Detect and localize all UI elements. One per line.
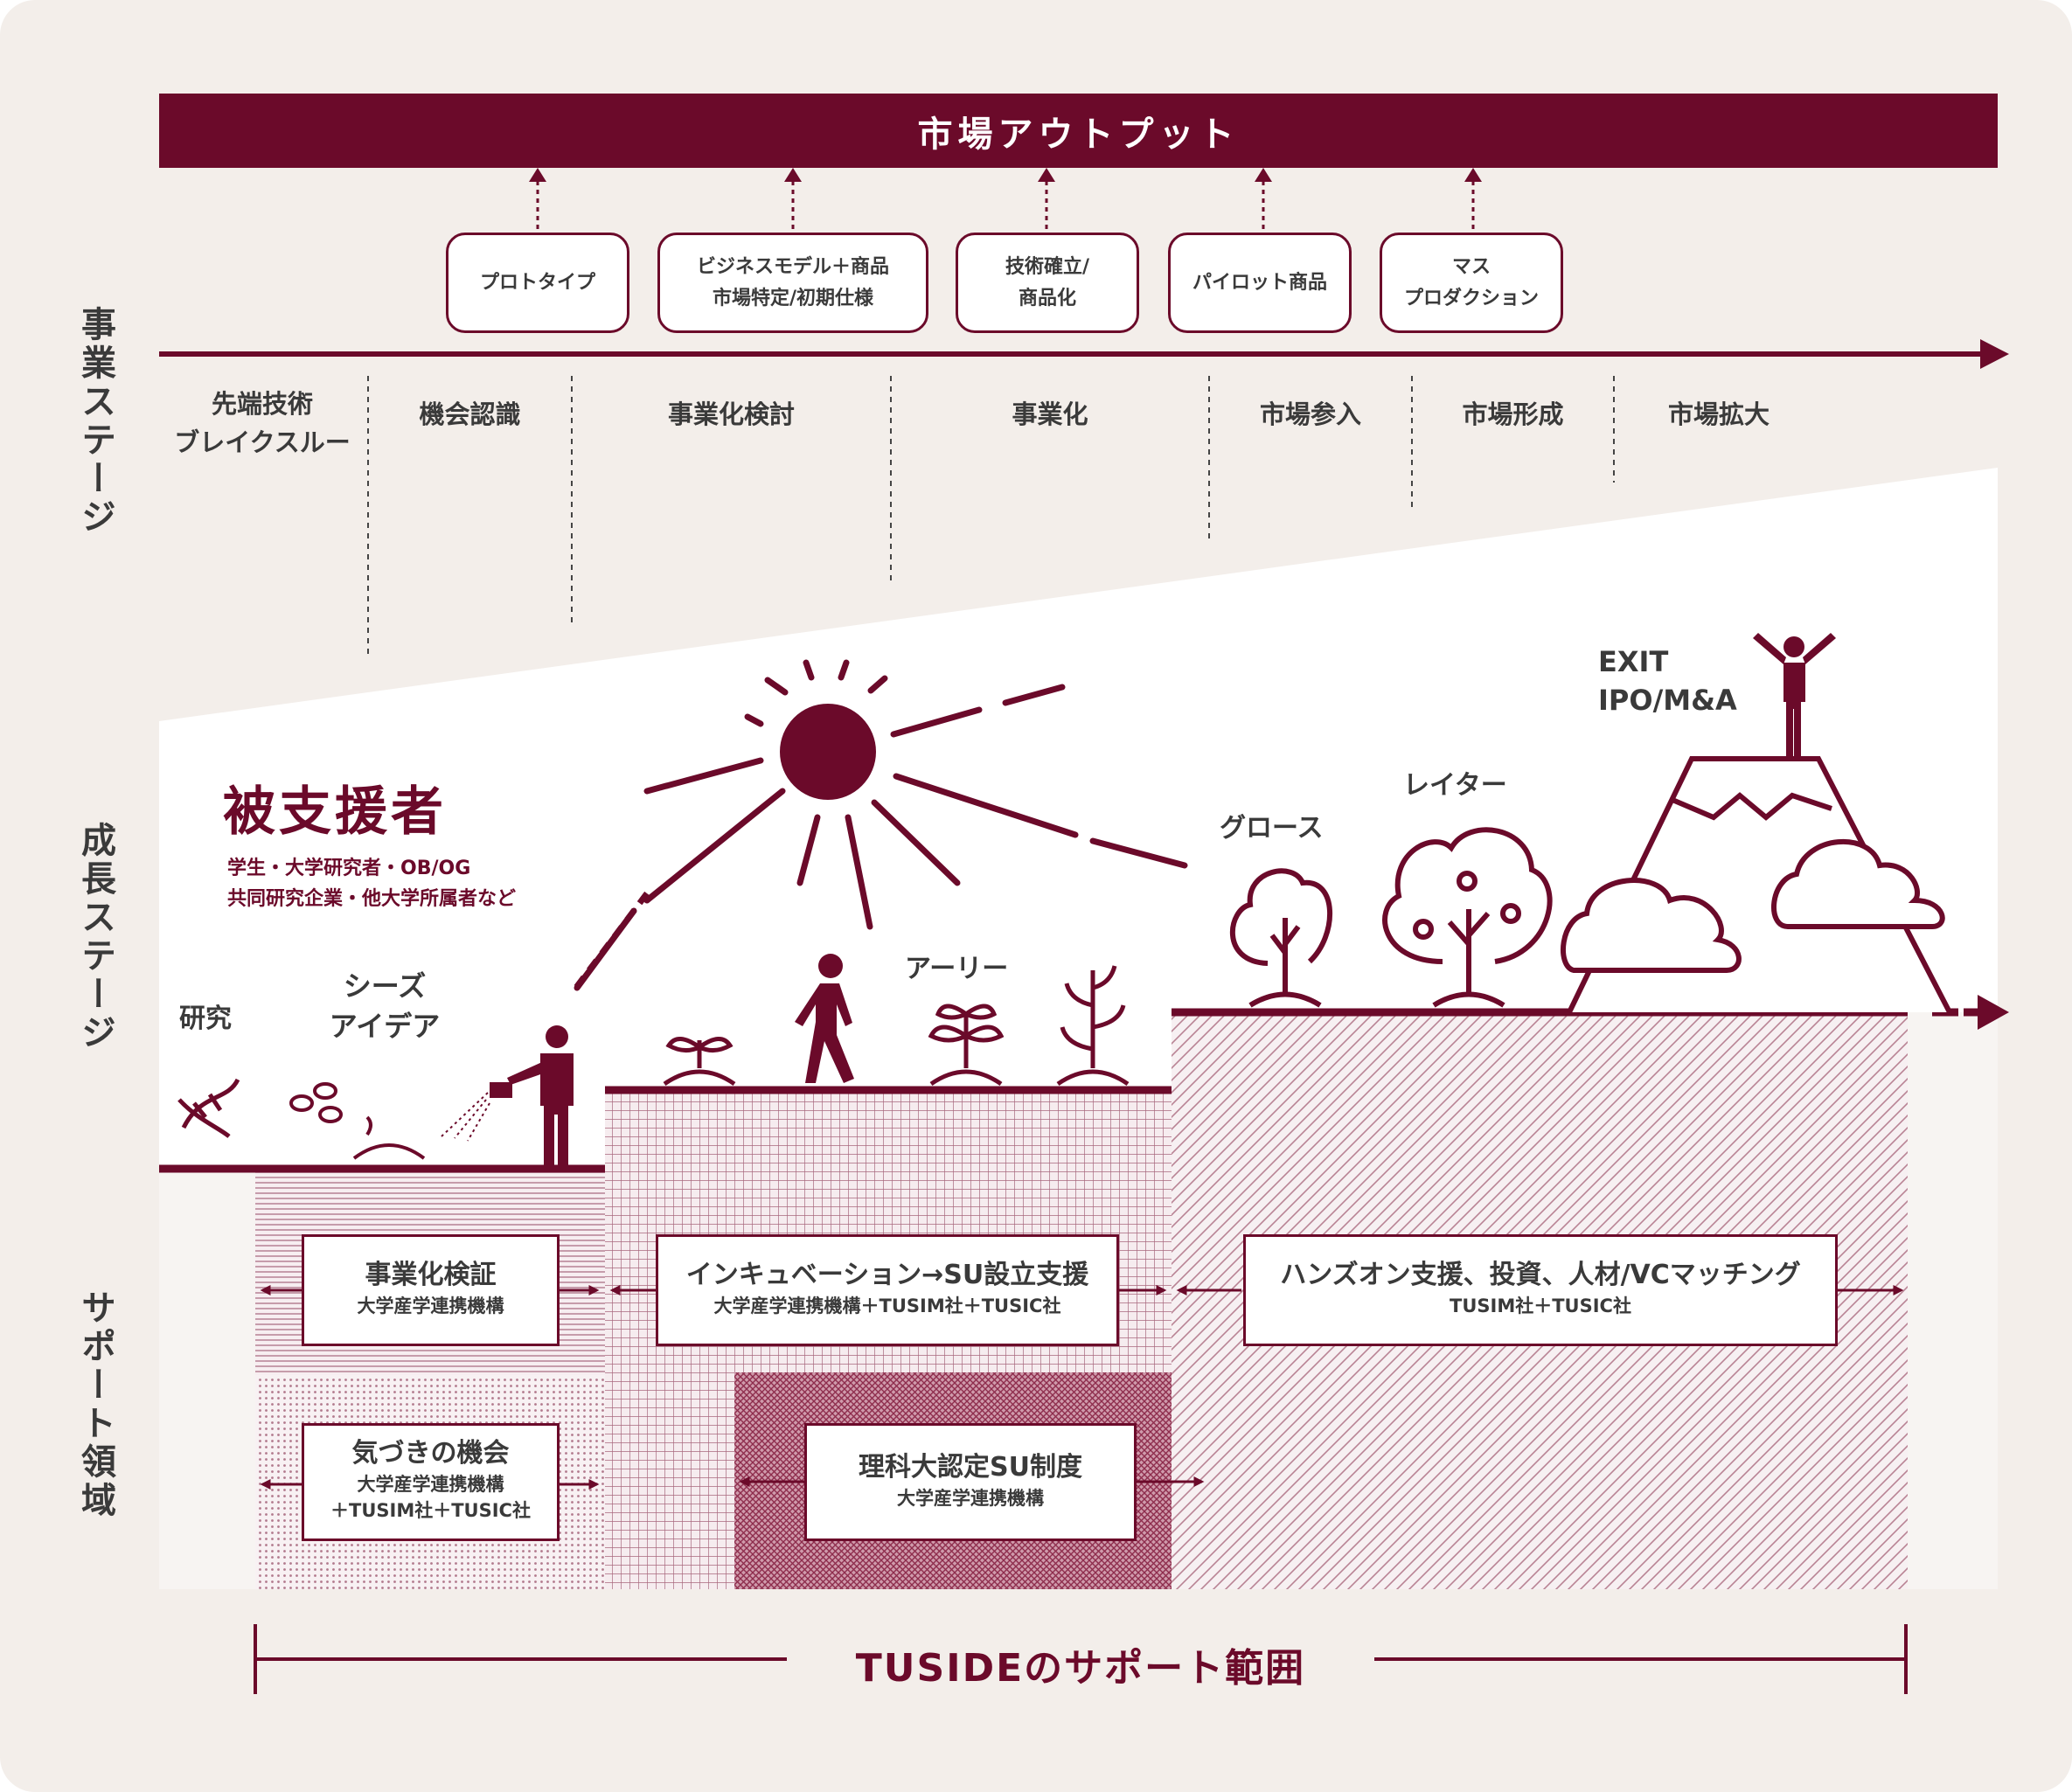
support-box-title: 理科大認定SU制度 bbox=[859, 1452, 1082, 1483]
support-range-label: TUSIDEのサポート範囲 bbox=[855, 1646, 1306, 1691]
stage-feasibility: 事業化検討 bbox=[667, 399, 795, 429]
support-box-certified-su: 理科大認定SU制度 大学産学連携機構 bbox=[804, 1423, 1137, 1541]
growth-seeds-label: シーズ アイデア bbox=[329, 969, 441, 1043]
support-box-sub: 大学産学連携機構 bbox=[897, 1488, 1044, 1509]
support-box-title: 事業化検証 bbox=[365, 1260, 497, 1290]
support-box-incubation: インキュベーション→SU設立支援 大学産学連携機構＋TUSIM社＋TUSIC社 bbox=[656, 1234, 1119, 1346]
support-box-handson: ハンズオン支援、投資、人材/VCマッチング TUSIM社＋TUSIC社 bbox=[1243, 1234, 1838, 1346]
support-box-title: インキュベーション→SU設立支援 bbox=[685, 1260, 1089, 1290]
supported-line2: 共同研究企業・他大学所属者など bbox=[227, 888, 517, 910]
side-label-support-area: サポート領域 bbox=[75, 1289, 115, 1520]
support-box-sub: 大学産学連携機構 ＋TUSIM社＋TUSIC社 bbox=[330, 1474, 531, 1521]
supported-line1: 学生・大学研究者・OB/OG bbox=[227, 858, 471, 879]
growth-growth-label: グロース bbox=[1220, 813, 1324, 844]
side-label-growth-stage: 成長ステージ bbox=[75, 822, 115, 1052]
output-box-mass-production: マス プロダクション bbox=[1380, 233, 1563, 333]
stage-market-entry: 市場参入 bbox=[1259, 399, 1361, 429]
growth-early-label: アーリー bbox=[905, 954, 1009, 984]
support-box-verification: 事業化検証 大学産学連携機構 bbox=[302, 1234, 560, 1346]
support-box-sub: TUSIM社＋TUSIC社 bbox=[1450, 1295, 1631, 1316]
support-box-sub: 大学産学連携機構 bbox=[357, 1295, 504, 1316]
growth-research-label: 研究 bbox=[179, 1004, 232, 1034]
side-label-business-stage: 事業ステージ bbox=[75, 306, 115, 537]
growth-later-label: レイター bbox=[1403, 770, 1507, 801]
output-box-pilot: パイロット商品 bbox=[1168, 233, 1352, 333]
support-box-title: ハンズオン支援、投資、人材/VCマッチング bbox=[1280, 1260, 1801, 1290]
output-box-prototype: プロトタイプ bbox=[446, 233, 629, 333]
market-output-bar: 市場アウトプット bbox=[917, 114, 1240, 155]
stage-market-expansion: 市場拡大 bbox=[1667, 399, 1770, 429]
stage-commercialization: 事業化 bbox=[1012, 399, 1088, 429]
stage-market-formation: 市場形成 bbox=[1462, 399, 1564, 429]
output-box-business-model: ビジネスモデル＋商品 市場特定/初期仕様 bbox=[657, 233, 928, 333]
stage-breakthrough: 先端技術 ブレイクスルー bbox=[174, 389, 351, 457]
support-box-sub: 大学産学連携機構＋TUSIM社＋TUSIC社 bbox=[713, 1295, 1061, 1316]
stage-opportunity: 機会認識 bbox=[419, 399, 521, 429]
support-box-title: 気づきの機会 bbox=[351, 1438, 510, 1469]
output-box-technology: 技術確立/ 商品化 bbox=[956, 233, 1139, 333]
support-box-awareness: 気づきの機会 大学産学連携機構 ＋TUSIM社＋TUSIC社 bbox=[302, 1423, 560, 1541]
growth-exit-label: EXIT IPO/M&A bbox=[1598, 645, 1737, 717]
supported-title: 被支援者 bbox=[223, 781, 447, 843]
